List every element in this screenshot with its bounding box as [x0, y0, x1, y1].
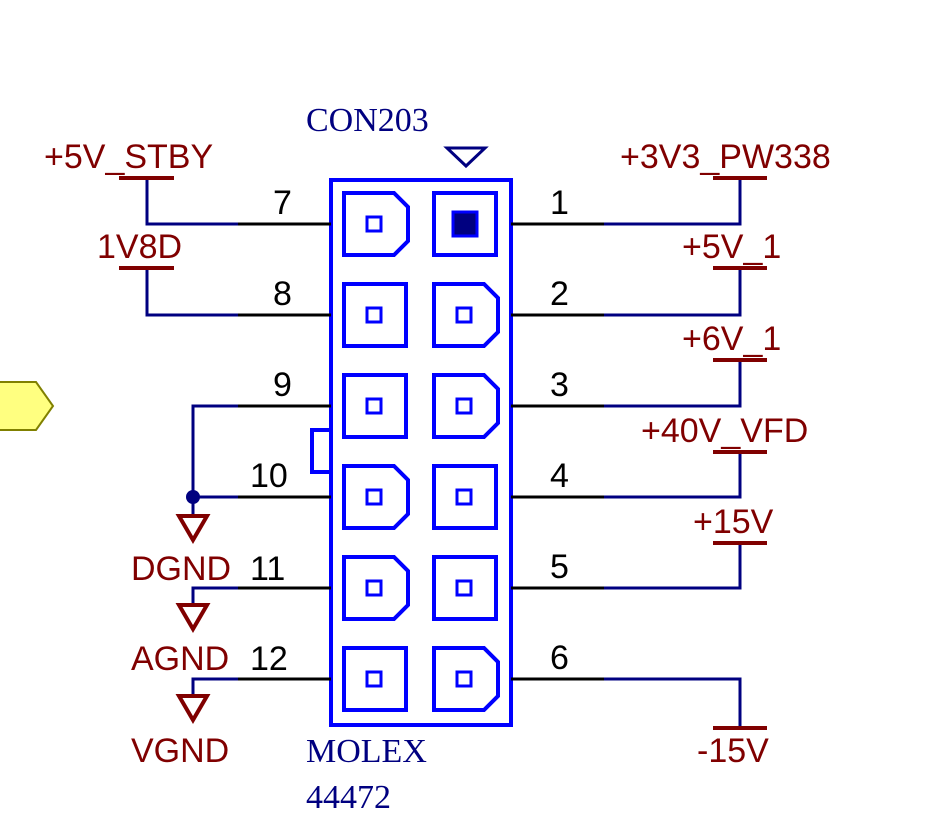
pin-9-cell [342, 373, 408, 439]
wire-neg15v[interactable] [604, 677, 742, 728]
pin-number-1: 1 [550, 184, 569, 222]
net-label-6v-1: +6V_1 [682, 320, 781, 358]
pin-4-contact [455, 488, 473, 506]
pin-5-cell [432, 555, 498, 621]
pin-10-cell [342, 464, 410, 530]
pin-number-10: 10 [250, 457, 288, 495]
pin1-indicator-triangle [443, 146, 489, 169]
wire-15v[interactable] [604, 543, 742, 590]
pin-6-cell [432, 646, 500, 712]
pin-number-6: 6 [550, 639, 569, 677]
net-label-neg15v: -15V [697, 732, 769, 770]
net-label-3v3-pw338: +3V3_PW338 [620, 138, 831, 176]
ground-arrow-agnd [175, 603, 211, 633]
pin-number-12: 12 [250, 640, 288, 678]
wire-1v8d[interactable] [145, 268, 238, 317]
pin-number-9: 9 [273, 366, 292, 404]
pin-number-7: 7 [273, 184, 292, 222]
pin-8-cell [342, 282, 408, 348]
pin-6-contact [455, 670, 473, 688]
pin-number-5: 5 [550, 548, 569, 586]
ground-arrow-dgnd [175, 514, 211, 544]
pin-2-cell [432, 282, 500, 348]
pin-number-2: 2 [550, 275, 569, 313]
pin-3-contact [455, 397, 473, 415]
junction-dot [186, 490, 200, 504]
wire-dgnd[interactable] [191, 404, 238, 516]
pin-5-contact [455, 579, 473, 597]
net-label-15v: +15V [693, 503, 774, 541]
net-label-5v-stby: +5V_STBY [44, 138, 213, 176]
pin-10-contact [365, 488, 383, 506]
pin-1-cell [432, 191, 498, 257]
net-label-5v-1: +5V_1 [682, 228, 781, 266]
net-label-agnd: AGND [131, 640, 229, 678]
pin-leads [238, 222, 604, 681]
pin-3-cell [432, 373, 500, 439]
pin-2-contact [455, 306, 473, 324]
pin-11-contact [365, 579, 383, 597]
off-sheet-port[interactable] [0, 381, 55, 431]
wire-5v-1[interactable] [604, 268, 742, 317]
net-label-40v-vfd: +40V_VFD [641, 412, 808, 450]
pin-11-cell [342, 555, 410, 621]
pin-7-cell [342, 191, 410, 257]
component-manufacturer: MOLEX [306, 733, 427, 770]
pin-1-contact [451, 210, 479, 238]
pin-number-4: 4 [550, 457, 569, 495]
wire-40v-vfd[interactable] [604, 452, 742, 499]
pin-12-cell [342, 646, 408, 712]
net-wires [145, 178, 742, 728]
net-label-vgnd: VGND [131, 732, 229, 770]
wire-agnd[interactable] [191, 586, 238, 605]
ground-arrow-vgnd [175, 694, 211, 724]
connector-latch [310, 428, 331, 474]
connector-body [329, 178, 513, 727]
pin-4-cell [432, 464, 498, 530]
pin-number-11: 11 [250, 550, 285, 588]
component-part-number: 44472 [306, 779, 391, 816]
pin-12-contact [365, 670, 383, 688]
connector-con203[interactable] [310, 146, 513, 727]
wire-6v-1[interactable] [604, 360, 742, 408]
power-symbols [119, 176, 767, 730]
pin-number-3: 3 [550, 366, 569, 404]
component-designator: CON203 [306, 102, 429, 139]
net-label-dgnd: DGND [131, 550, 231, 588]
pin-9-contact [365, 397, 383, 415]
wire-vgnd[interactable] [191, 677, 238, 696]
wire-3v3-pw338[interactable] [604, 178, 742, 226]
pin-8-contact [365, 306, 383, 324]
pin-7-contact [365, 215, 383, 233]
pin-number-8: 8 [273, 275, 292, 313]
wire-5v-stby[interactable] [145, 178, 238, 226]
net-label-1v8d: 1V8D [97, 228, 182, 266]
